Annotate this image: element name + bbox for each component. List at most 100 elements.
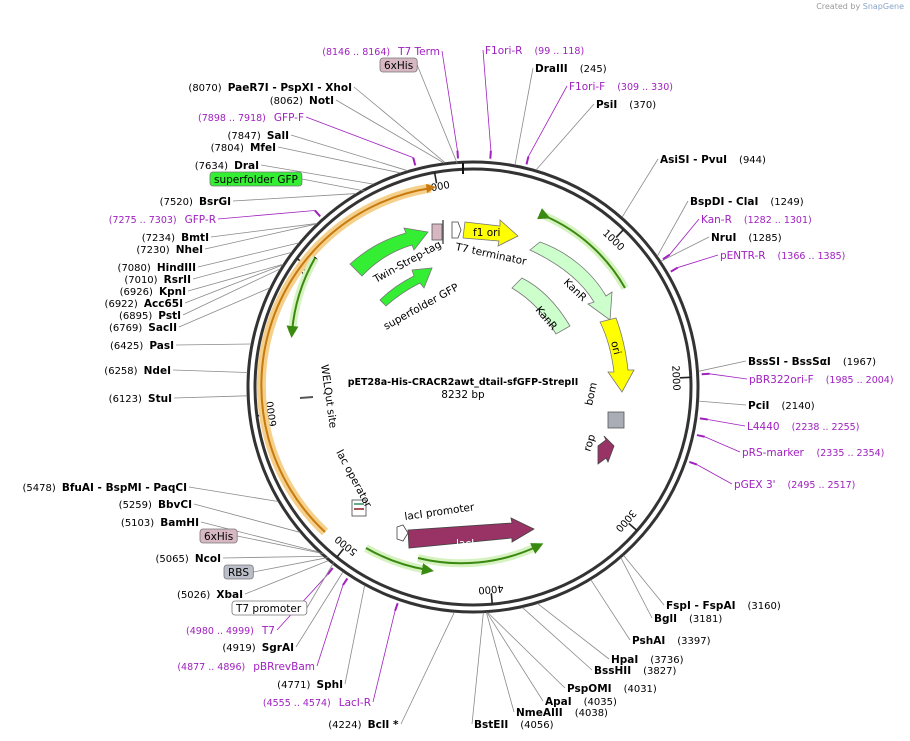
primer-label-group: pRS-marker (2335 .. 2354) <box>742 447 884 459</box>
site-name: RsrII <box>164 274 191 286</box>
site-label-group: (7634) DraI <box>195 160 259 172</box>
site-name: BstEII <box>474 719 508 731</box>
site-leader <box>471 612 484 725</box>
primer-leader <box>316 585 344 667</box>
feature-tag-box <box>209 171 303 187</box>
feature-tag-leader <box>253 557 328 573</box>
primer-site-mark <box>696 434 705 438</box>
feature-tag: T7 promoter <box>231 600 308 616</box>
site-label-group: (6769)SacII <box>109 322 177 334</box>
primer-name: L4440 <box>747 421 780 433</box>
site-name: BmtI <box>181 232 209 244</box>
site-position: (4038) <box>575 708 608 719</box>
primer-range: (1282 .. 1301) <box>744 215 812 226</box>
site-label-group: BssSI - BssSαI(1967) <box>748 356 876 368</box>
primer-name: pRS-marker <box>742 447 805 459</box>
site-label-group: (6425)PasI <box>110 340 174 352</box>
site-leader <box>353 86 446 164</box>
tick-5000 <box>336 548 345 558</box>
site-leader <box>522 607 593 671</box>
plasmid-name: pET28a-His-CRACR2awt_dtail-sfGFP-StrepII <box>348 377 579 388</box>
t7-terminator-label: T7 terminator <box>453 241 528 268</box>
primer-site-mark <box>412 157 417 166</box>
site-label-group: (7804)MfeI <box>211 142 276 154</box>
site-label-group: HpaI(3736) <box>611 654 684 666</box>
site-label-group: FspI - FspAI(3160) <box>666 600 781 612</box>
primer-leader <box>677 254 719 268</box>
site-position: (7010) <box>124 275 157 286</box>
site-name: NmeAIII <box>516 707 563 719</box>
site-position: (6425) <box>110 341 143 352</box>
site-position: (6926) <box>120 287 153 298</box>
laci-label: lacI <box>456 538 474 550</box>
site-leader <box>210 223 318 238</box>
site-label-group: (4919)SgrAI <box>222 642 294 654</box>
ori-arrow <box>599 317 635 393</box>
primer-name: F1ori-F <box>569 81 605 93</box>
kanr-arrow-2 <box>511 277 571 335</box>
site-name: MfeI <box>250 142 276 154</box>
feature-tag-label: RBS <box>228 567 249 579</box>
site-leader <box>290 134 408 172</box>
site-position: (3160) <box>748 601 781 612</box>
primer-site-mark <box>456 150 459 159</box>
primer-label-group: F1ori-F(309 .. 330) <box>569 81 673 93</box>
site-position: (7234) <box>142 233 175 244</box>
primer-leader <box>707 419 746 427</box>
primer-leader <box>482 49 492 151</box>
primer-leader <box>709 373 748 380</box>
site-name: SgrAI <box>262 642 294 654</box>
site-leader <box>295 571 344 648</box>
site-label-group: (5103)BamHI <box>121 517 199 529</box>
primer-range: (2335 .. 2354) <box>817 448 885 459</box>
primer-site-mark <box>670 266 679 273</box>
f1-ori-label: f1 ori <box>473 227 500 239</box>
site-leader <box>182 268 281 316</box>
site-position: (8070) <box>188 83 221 94</box>
primer-range: (1985 .. 2004) <box>826 375 894 386</box>
bom-box <box>607 411 625 429</box>
primer-range: (7898 .. 7918) <box>198 113 266 124</box>
primer-range: (99 .. 118) <box>534 46 584 57</box>
site-position: (4224) <box>328 720 361 731</box>
site-name: BssHII <box>594 665 631 677</box>
site-label-group: BstEII(4056) <box>474 719 554 731</box>
site-position: (1285) <box>748 233 781 244</box>
site-name: BglI <box>654 613 677 625</box>
site-label-group: (7230)NheI <box>136 244 203 256</box>
site-label-group: (5065)NcoI <box>156 553 221 565</box>
site-leader <box>172 369 248 373</box>
site-label-group: (4771)SphI <box>277 679 343 691</box>
site-name: XbaI <box>216 589 243 601</box>
primer-site-mark <box>314 209 321 218</box>
site-leader <box>260 164 374 185</box>
laci-promoter-label: lacI promoter <box>404 501 476 523</box>
feature-tag: RBS <box>223 564 254 580</box>
primer-label-group: L4440(2238 .. 2255) <box>747 421 859 433</box>
site-position: (6922) <box>105 299 138 310</box>
primer-label-group: pGEX 3'(2495 .. 2517) <box>734 479 855 491</box>
site-leader <box>277 146 401 174</box>
site-label-group: (7520)BsrGI <box>160 196 231 208</box>
ori-label: ori <box>608 340 623 356</box>
primer-label-group: (4877 .. 4896)pBRrevBam <box>177 661 315 673</box>
feature-tag: 6xHis <box>199 528 238 544</box>
site-leader <box>232 193 357 202</box>
primer-leader <box>669 218 700 255</box>
site-name: NheI <box>176 244 203 256</box>
site-name: ApaI <box>545 696 572 708</box>
snapgene-credit: Created by SnapGene <box>816 2 904 11</box>
tick-label: 5000 <box>333 533 360 557</box>
feature-tag-leader <box>416 64 458 164</box>
site-name: BclI * <box>368 719 399 731</box>
site-name: HpaI <box>611 654 638 666</box>
feature-tag-leader <box>301 178 365 192</box>
site-name: NruI <box>711 232 736 244</box>
site-name: DraIII <box>535 63 568 75</box>
site-name: DraI <box>234 160 259 172</box>
site-name: PshAI <box>632 635 665 647</box>
primer-label-group: (4980 .. 4999)T7 <box>186 625 275 637</box>
site-position: (7634) <box>195 161 228 172</box>
primer-label-group: (7898 .. 7918)GFP-F <box>198 112 304 124</box>
site-label-group: PciI(2140) <box>748 400 815 412</box>
